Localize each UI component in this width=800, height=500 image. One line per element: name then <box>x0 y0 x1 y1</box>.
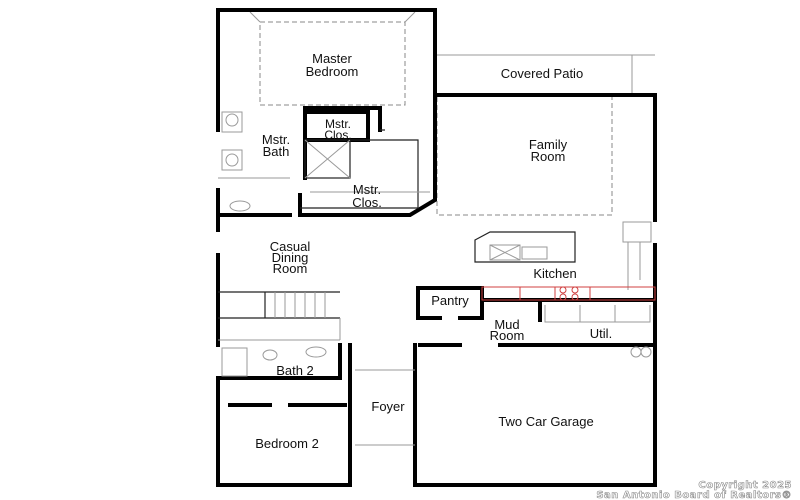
room-label-mstr-bath: Mstr.Bath <box>262 132 290 159</box>
room-label-bedroom-2: Bedroom 2 <box>255 436 319 451</box>
copyright-watermark: Copyright 2025 <box>698 480 792 491</box>
room-label-bath-2: Bath 2 <box>276 363 314 378</box>
room-label-mstr-clos-small: Mstr.Clos. <box>324 117 351 142</box>
room-label-foyer: Foyer <box>371 399 405 414</box>
fixtures <box>218 111 652 446</box>
copyright-watermark-org: San Antonio Board of Realtors® <box>596 490 792 500</box>
room-label-kitchen: Kitchen <box>533 266 576 281</box>
kitchen-counter <box>481 286 656 301</box>
room-label-two-car-garage: Two Car Garage <box>498 414 593 429</box>
room-label-pantry: Pantry <box>431 293 469 308</box>
room-label-mstr-clos-large: Mstr.Clos. <box>352 182 382 210</box>
room-label-util: Util. <box>590 326 612 341</box>
room-label-covered-patio: Covered Patio <box>501 66 583 81</box>
